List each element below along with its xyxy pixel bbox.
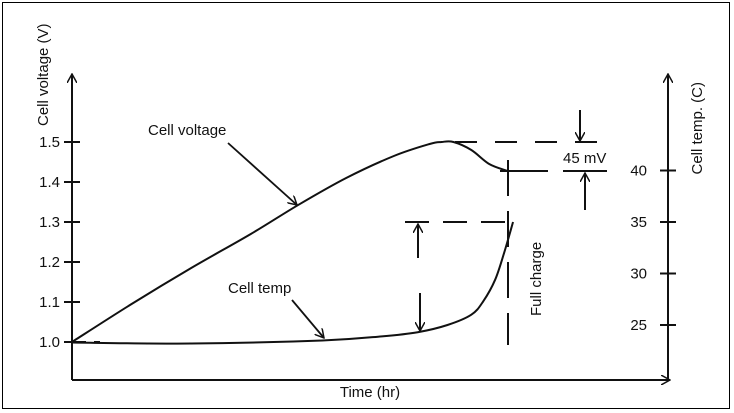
x-axis-label: Time (hr)	[340, 384, 400, 401]
y2-tick-label: 35	[630, 214, 647, 231]
y-tick-label: 1.3	[39, 214, 60, 231]
series-cell-temp-line	[71, 221, 515, 345]
y2-tick-label: 30	[630, 266, 647, 283]
annotation-full-charge: Full charge	[528, 242, 545, 316]
y-tick-label: 1.2	[39, 254, 60, 271]
cell-voltage-pointer-arrow	[227, 142, 297, 205]
y2-tick-label: 40	[630, 163, 647, 180]
y2-tick-label: 25	[630, 317, 647, 334]
annotation-cell-temp: Cell temp	[228, 280, 291, 297]
cell-temp-pointer-arrow	[291, 299, 324, 338]
annotation-cell-voltage: Cell voltage	[148, 122, 226, 139]
annotation-45mv: 45 mV	[563, 150, 606, 167]
y-tick-label: 1.1	[39, 294, 60, 311]
y-axis-label: Cell voltage (V)	[35, 23, 52, 126]
series-cell-voltage-line	[71, 140, 508, 343]
y-tick-label: 1.0	[39, 334, 60, 351]
chart-frame	[2, 2, 730, 409]
y-tick-label: 1.4	[39, 174, 60, 191]
y2-axis-label: Cell temp. (C)	[689, 82, 706, 175]
y-tick-label: 1.5	[39, 134, 60, 151]
